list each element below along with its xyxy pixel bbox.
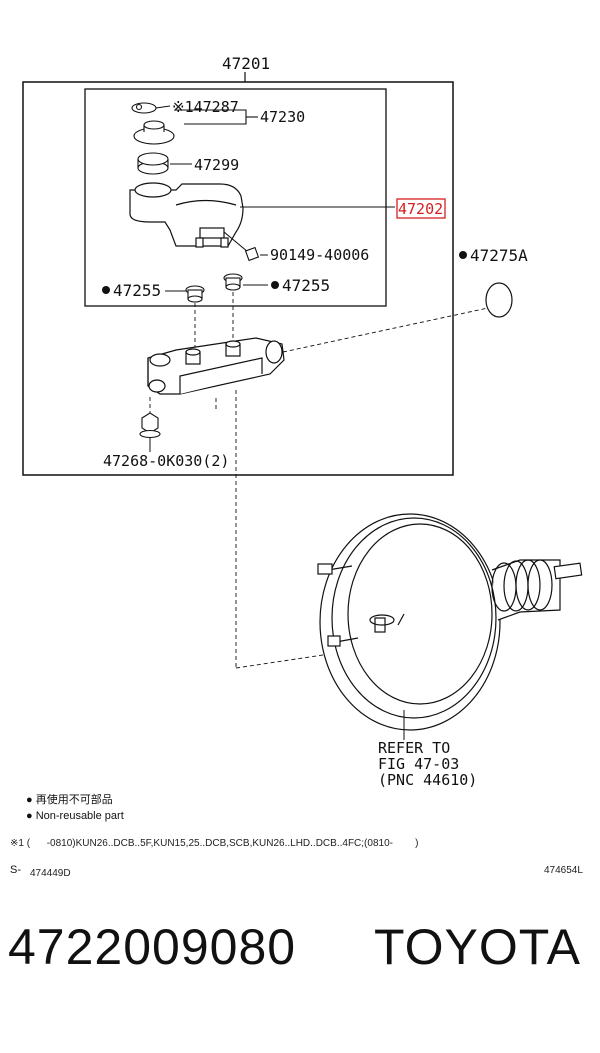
part-number: 4722009080 — [8, 919, 297, 975]
label-47202[interactable]: 47202 — [398, 200, 443, 218]
label-refer-line2: FIG 47-03 — [378, 755, 459, 773]
label-47287: ※147287 — [172, 98, 239, 116]
legend-note: ※1 ( -0810)KUN26..DCB..5F,KUN15,25..DCB,… — [10, 838, 419, 849]
label-47230: 47230 — [260, 108, 305, 126]
o-ring-icon — [485, 282, 513, 318]
legend-en: ● Non-reusable part — [26, 810, 124, 822]
reservoir-tank-icon — [129, 182, 244, 248]
label-47299: 47299 — [194, 156, 239, 174]
label-47201: 47201 — [222, 54, 270, 73]
master-cylinder-icon — [147, 337, 285, 395]
grommet-left-icon — [185, 285, 205, 303]
grommet-right-icon — [223, 273, 243, 291]
highlight-box-47202 — [396, 198, 446, 219]
cap-clip-icon — [131, 102, 171, 114]
label-47255-left: 47255 — [113, 281, 161, 300]
code-left: 474449D — [30, 868, 71, 879]
flange-nut-icon — [139, 412, 161, 439]
label-90149-40006: 90149-40006 — [270, 246, 369, 264]
code-right: 474654L — [544, 865, 583, 876]
code-prefix: S- — [10, 864, 21, 876]
brand-name: TOYOTA — [374, 919, 581, 975]
label-refer-line3: (PNC 44610) — [378, 771, 477, 789]
assembly-frame — [22, 81, 454, 476]
reservoir-cap-icon — [133, 120, 175, 145]
label-47255-right: 47255 — [282, 276, 330, 295]
strainer-icon — [137, 152, 169, 175]
legend-jp: ● 再使用不可部品 — [26, 792, 113, 806]
label-47275A: 47275A — [470, 246, 528, 265]
reservoir-frame — [84, 88, 387, 307]
label-47268-0K030: 47268-0K030(2) — [103, 452, 229, 470]
brake-booster-icon — [317, 513, 583, 731]
bolt-icon — [223, 231, 260, 262]
label-refer-line1: REFER TO — [378, 739, 450, 757]
